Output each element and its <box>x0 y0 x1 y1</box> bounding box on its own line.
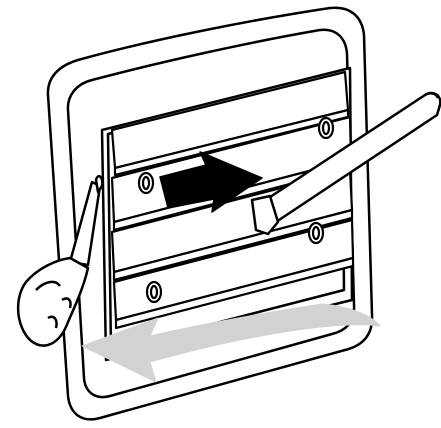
removal-diagram <box>0 0 441 428</box>
